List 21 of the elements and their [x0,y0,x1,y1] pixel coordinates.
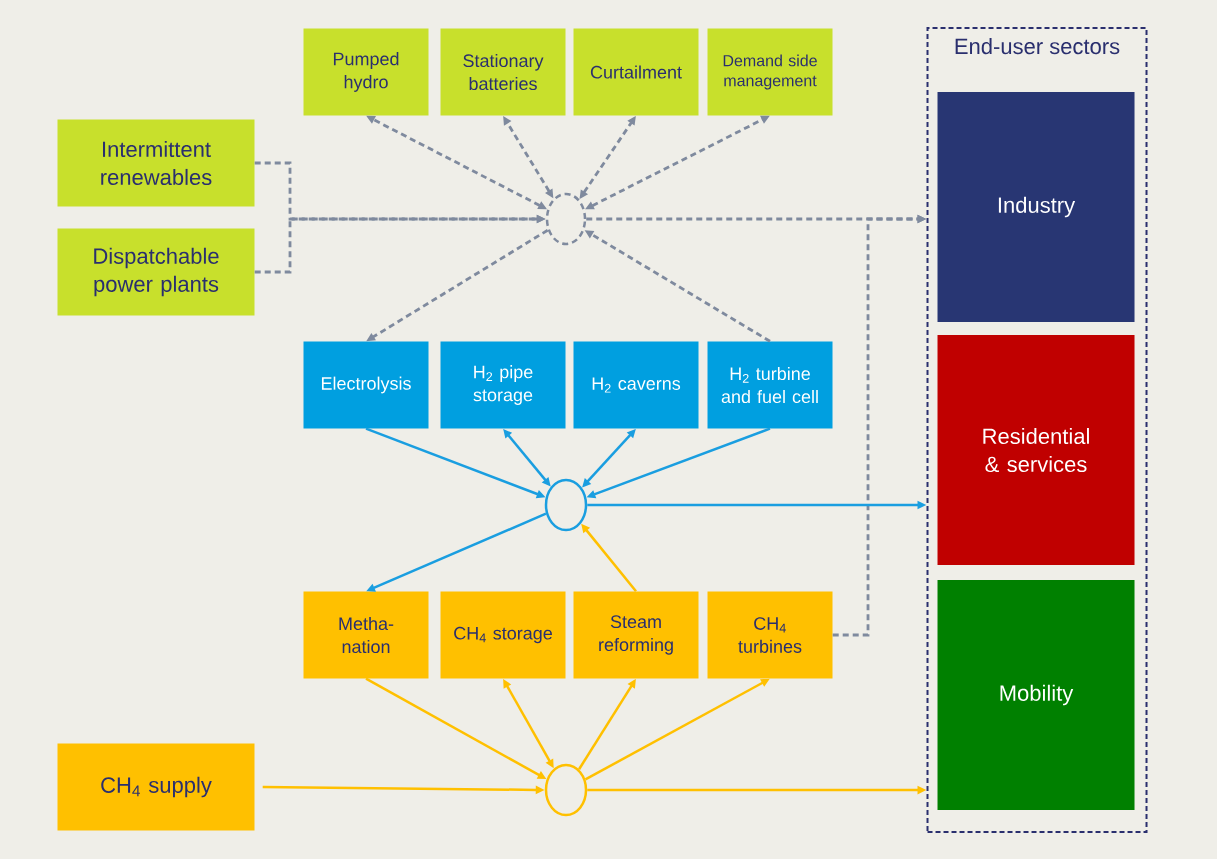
process-box: Curtailment [573,28,699,116]
process-box: Metha- nation [303,591,429,679]
process-box: Electrolysis [303,341,429,429]
process-box: CH$_{4}$ turbines [707,591,833,679]
storage-box: CH$_{4}$ storage [440,591,566,679]
sector-box: Mobility [937,580,1135,810]
source-box: CH$_{4}$ supply [57,743,255,831]
process-box: H$_{2}$ turbine and fuel cell [707,341,833,429]
hub-circle [545,192,587,246]
storage-box: H$_{2}$ caverns [573,341,699,429]
hub-circle [544,478,588,532]
source-box: Dispatchable power plants [57,228,255,316]
hub-circle [544,763,588,817]
storage-box: Stationary batteries [440,28,566,116]
storage-box: H$_{2}$ pipe storage [440,341,566,429]
process-box: Steam reforming [573,591,699,679]
source-box: Intermittent renewables [57,119,255,207]
sector-box: Industry [937,92,1135,322]
sector-box: Residential & services [937,335,1135,565]
storage-box: Pumped hydro [303,28,429,116]
process-box: Demand side management [707,28,833,116]
